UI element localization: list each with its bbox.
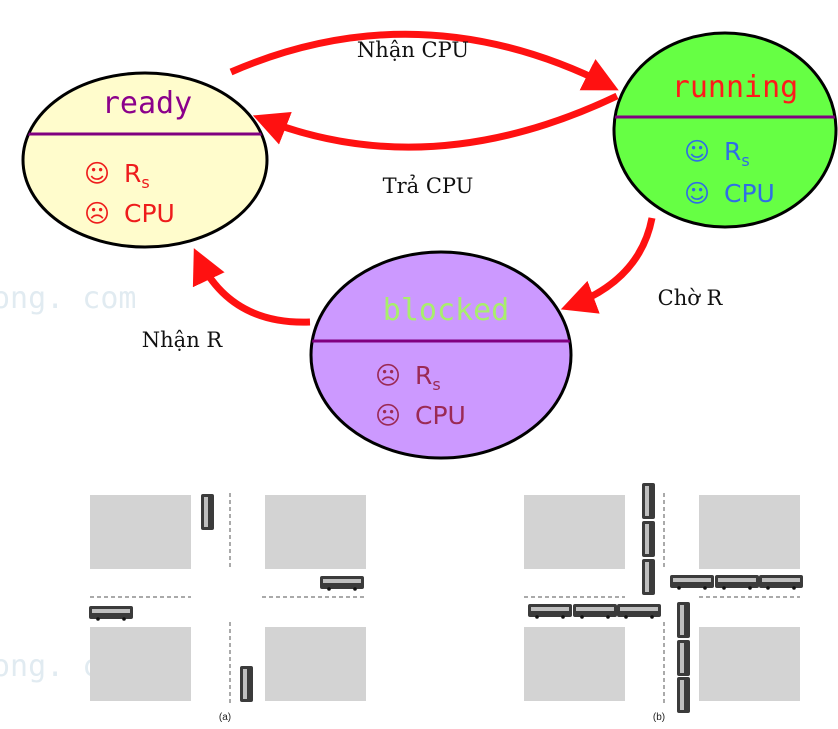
frown-icon: ☹	[375, 401, 401, 430]
bus-icon	[201, 494, 214, 530]
frown-icon: ☹	[84, 199, 110, 228]
cpu-label: CPU	[124, 199, 175, 228]
city-block	[524, 495, 625, 569]
city-block	[90, 627, 191, 701]
watermark-text-top: ong. com	[0, 281, 137, 316]
state-ready-cpu-line: ☹ CPU	[84, 199, 175, 228]
bus-icon	[642, 521, 655, 557]
label-blocked-to-ready: Nhận R	[142, 328, 224, 352]
state-blocked: blocked ☹ Rs ☹ CPU	[309, 250, 573, 460]
city-block	[524, 627, 625, 701]
state-ready-resource-line: ☺ Rs	[84, 159, 150, 192]
state-blocked-ellipse	[309, 250, 573, 460]
state-ready-name: ready	[102, 86, 192, 121]
resource-label: R	[124, 159, 141, 188]
state-running-resource-line: ☺ Rs	[684, 137, 750, 170]
state-blocked-name: blocked	[383, 293, 509, 328]
bus-icon	[670, 575, 714, 590]
bus-icon	[759, 575, 803, 590]
state-blocked-resource-line: ☹ Rs	[375, 361, 441, 394]
bus-icon	[573, 604, 617, 619]
bus-icon	[89, 606, 133, 621]
bus-icon	[677, 602, 690, 638]
bus-icon	[617, 604, 661, 619]
state-ready-ellipse	[21, 71, 269, 249]
state-ready: ready ☺ Rs ☹ CPU	[21, 71, 269, 249]
state-running: running ☺ Rs ☺ CPU	[612, 31, 838, 229]
bus-icon	[715, 575, 759, 590]
intersection-a: (a)	[89, 493, 366, 723]
city-block	[265, 495, 366, 569]
city-block	[265, 627, 366, 701]
label-ready-to-running: Nhận CPU	[357, 38, 469, 62]
resource-subscript: s	[741, 151, 749, 170]
resource-subscript: s	[432, 375, 440, 394]
bus-icon	[528, 604, 572, 619]
state-running-cpu-line: ☺ CPU	[684, 179, 775, 208]
city-block	[699, 495, 800, 569]
resource-label: R	[415, 361, 432, 390]
state-blocked-cpu-line: ☹ CPU	[375, 401, 466, 430]
arrow-ready-to-running	[229, 30, 619, 91]
bus-icon	[240, 666, 253, 702]
bus-icon	[677, 640, 690, 676]
bus-icon	[677, 677, 690, 713]
caption-a: (a)	[219, 712, 231, 723]
caption-b: (b)	[653, 712, 665, 723]
smiley-icon: ☺	[684, 137, 710, 166]
arrow-running-to-blocked	[560, 217, 656, 314]
state-running-name: running	[672, 70, 798, 105]
state-running-ellipse	[612, 31, 838, 229]
city-block	[699, 627, 800, 701]
arrow-blocked-to-ready	[192, 248, 311, 326]
bus-icon	[642, 483, 655, 519]
bus-icon	[642, 559, 655, 595]
arrow-running-to-ready	[252, 92, 619, 151]
label-running-to-blocked: Chờ R	[658, 286, 724, 310]
resource-subscript: s	[141, 173, 149, 192]
frown-icon: ☹	[375, 361, 401, 390]
resource-label: R	[724, 137, 741, 166]
label-running-to-ready: Trả CPU	[383, 174, 474, 198]
smiley-icon: ☺	[684, 179, 710, 208]
cpu-label: CPU	[415, 401, 466, 430]
bus-icon	[320, 576, 364, 591]
city-block	[90, 495, 191, 569]
smiley-icon: ☺	[84, 159, 110, 188]
cpu-label: CPU	[724, 179, 775, 208]
intersection-b: (b)	[524, 483, 803, 723]
